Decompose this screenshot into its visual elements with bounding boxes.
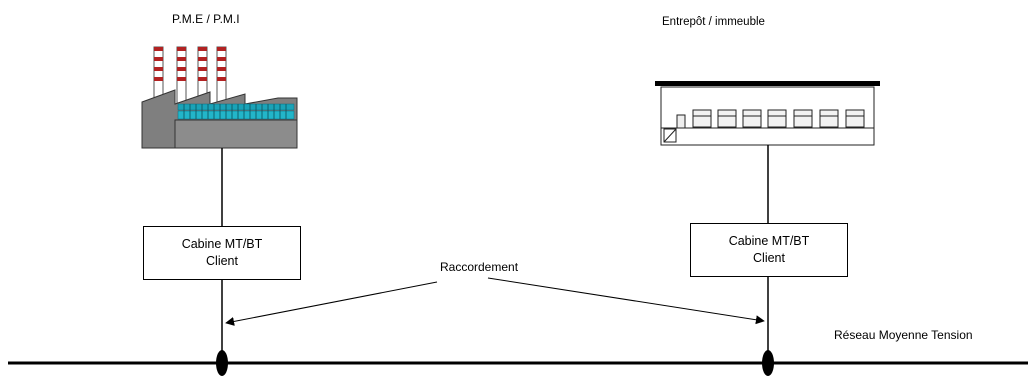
connection-label: Raccordement [440, 260, 519, 274]
network-label: Réseau Moyenne Tension [834, 328, 973, 342]
right-cabin-box: Cabine MT/BT Client [690, 223, 848, 277]
right-cabin-line1: Cabine MT/BT [728, 234, 810, 248]
factory-label: P.M.E / P.M.I [172, 12, 240, 26]
left-cabin-box: Cabine MT/BT Client [143, 226, 301, 280]
warehouse-label: Entrepôt / immeuble [662, 16, 765, 28]
left-connection-node [216, 350, 228, 376]
right-cabin-line2: Client [753, 251, 785, 265]
right-connection-node [762, 350, 774, 376]
right-arrow [487, 277, 765, 325]
factory-icon [141, 46, 298, 149]
left-cabin-line2: Client [206, 254, 238, 268]
warehouse-icon [655, 81, 880, 146]
left-arrow [225, 281, 438, 326]
left-cabin-line1: Cabine MT/BT [181, 237, 263, 251]
